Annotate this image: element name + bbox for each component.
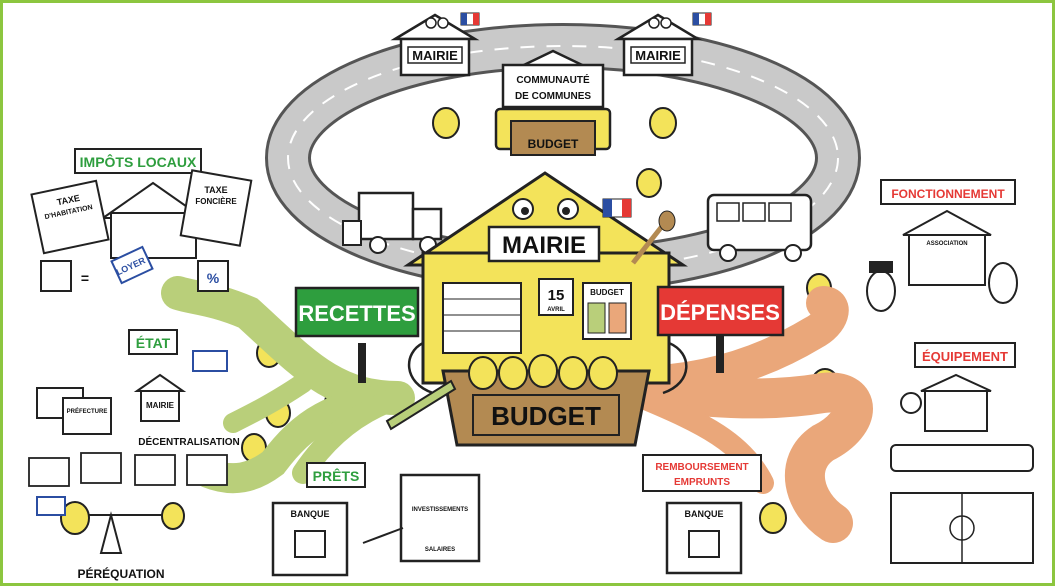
budget-diagram: MAIRIE MAIRIE COMMUNAUTÉ DE COMMUNES BUD… <box>28 12 1034 581</box>
investissements-label: INVESTISSEMENTS <box>412 507 468 513</box>
revenue-branches <box>161 276 415 494</box>
prets-label: PRÊTS <box>313 467 360 484</box>
etat-label: ÉTAT <box>136 335 171 351</box>
equipement-section: ÉQUIPEMENT <box>890 342 1034 564</box>
mairie-center-label: MAIRIE <box>502 232 586 259</box>
mairie-top-left-label: MAIRIE <box>412 48 458 63</box>
mairie-top-right-label: MAIRIE <box>635 48 681 63</box>
fonctionnement-section: FONCTIONNEMENT ASSOCIATION <box>866 179 1018 312</box>
perequation-section: PÉRÉQUATION <box>28 452 228 581</box>
taxe-fonciere-line2: FONCIÈRE <box>195 197 237 206</box>
depenses-sign: DÉPENSES <box>656 285 785 373</box>
mairie-etat-label: MAIRIE <box>146 401 175 410</box>
impots-locaux-section: IMPÔTS LOCAUX TAXE D'HABITATION TAXE FON… <box>30 148 253 292</box>
salaires-label: SALAIRES <box>425 547 455 553</box>
remboursement-section: REMBOURSEMENT EMPRUNTS BANQUE <box>642 454 762 575</box>
budget-top-label: BUDGET <box>528 137 579 151</box>
communaute-de-communes: COMMUNAUTÉ DE COMMUNES BUDGET <box>494 49 612 156</box>
perequation-label: PÉRÉQUATION <box>77 566 164 581</box>
mairie-top-right: MAIRIE <box>613 12 712 77</box>
decentralisation-label: DÉCENTRALISATION <box>138 435 239 448</box>
etat-section: ÉTAT PRÉFECTURE MAIRIE DÉCENTRALISATION <box>36 329 240 448</box>
depenses-label: DÉPENSES <box>660 300 780 325</box>
banque-left-label: BANQUE <box>290 509 329 519</box>
budget-doc-label: BUDGET <box>590 288 624 297</box>
budget-basket: BUDGET <box>385 354 651 447</box>
svg-text:%: % <box>207 270 220 286</box>
prefecture-label: PRÉFECTURE <box>67 407 108 415</box>
bus <box>706 193 813 262</box>
remboursement-line2: EMPRUNTS <box>674 477 730 488</box>
mairie-top-left: MAIRIE <box>390 12 480 77</box>
equipement-label: ÉQUIPEMENT <box>922 349 1008 364</box>
budget-main-label: BUDGET <box>491 401 601 431</box>
recettes-label: RECETTES <box>298 301 415 326</box>
calendar-month: AVRIL <box>547 307 565 313</box>
calendar-number: 15 <box>548 287 565 304</box>
svg-text:=: = <box>81 270 89 286</box>
banque-right-label: BANQUE <box>684 509 723 519</box>
prets-section: PRÊTS BANQUE INVESTISSEMENTS SALAIRES <box>271 462 481 577</box>
taxe-habitation-line1: TAXE <box>56 193 81 208</box>
fonctionnement-label: FONCTIONNEMENT <box>891 187 1005 201</box>
recettes-sign: RECETTES <box>294 286 420 383</box>
impots-locaux-label: IMPÔTS LOCAUX <box>80 153 197 170</box>
remboursement-line1: REMBOURSEMENT <box>655 462 748 473</box>
taxe-fonciere-line1: TAXE <box>204 185 227 195</box>
association-label: ASSOCIATION <box>926 241 967 247</box>
communaute-label-line1: COMMUNAUTÉ <box>516 73 590 86</box>
communaute-label-line2: DE COMMUNES <box>515 91 591 102</box>
